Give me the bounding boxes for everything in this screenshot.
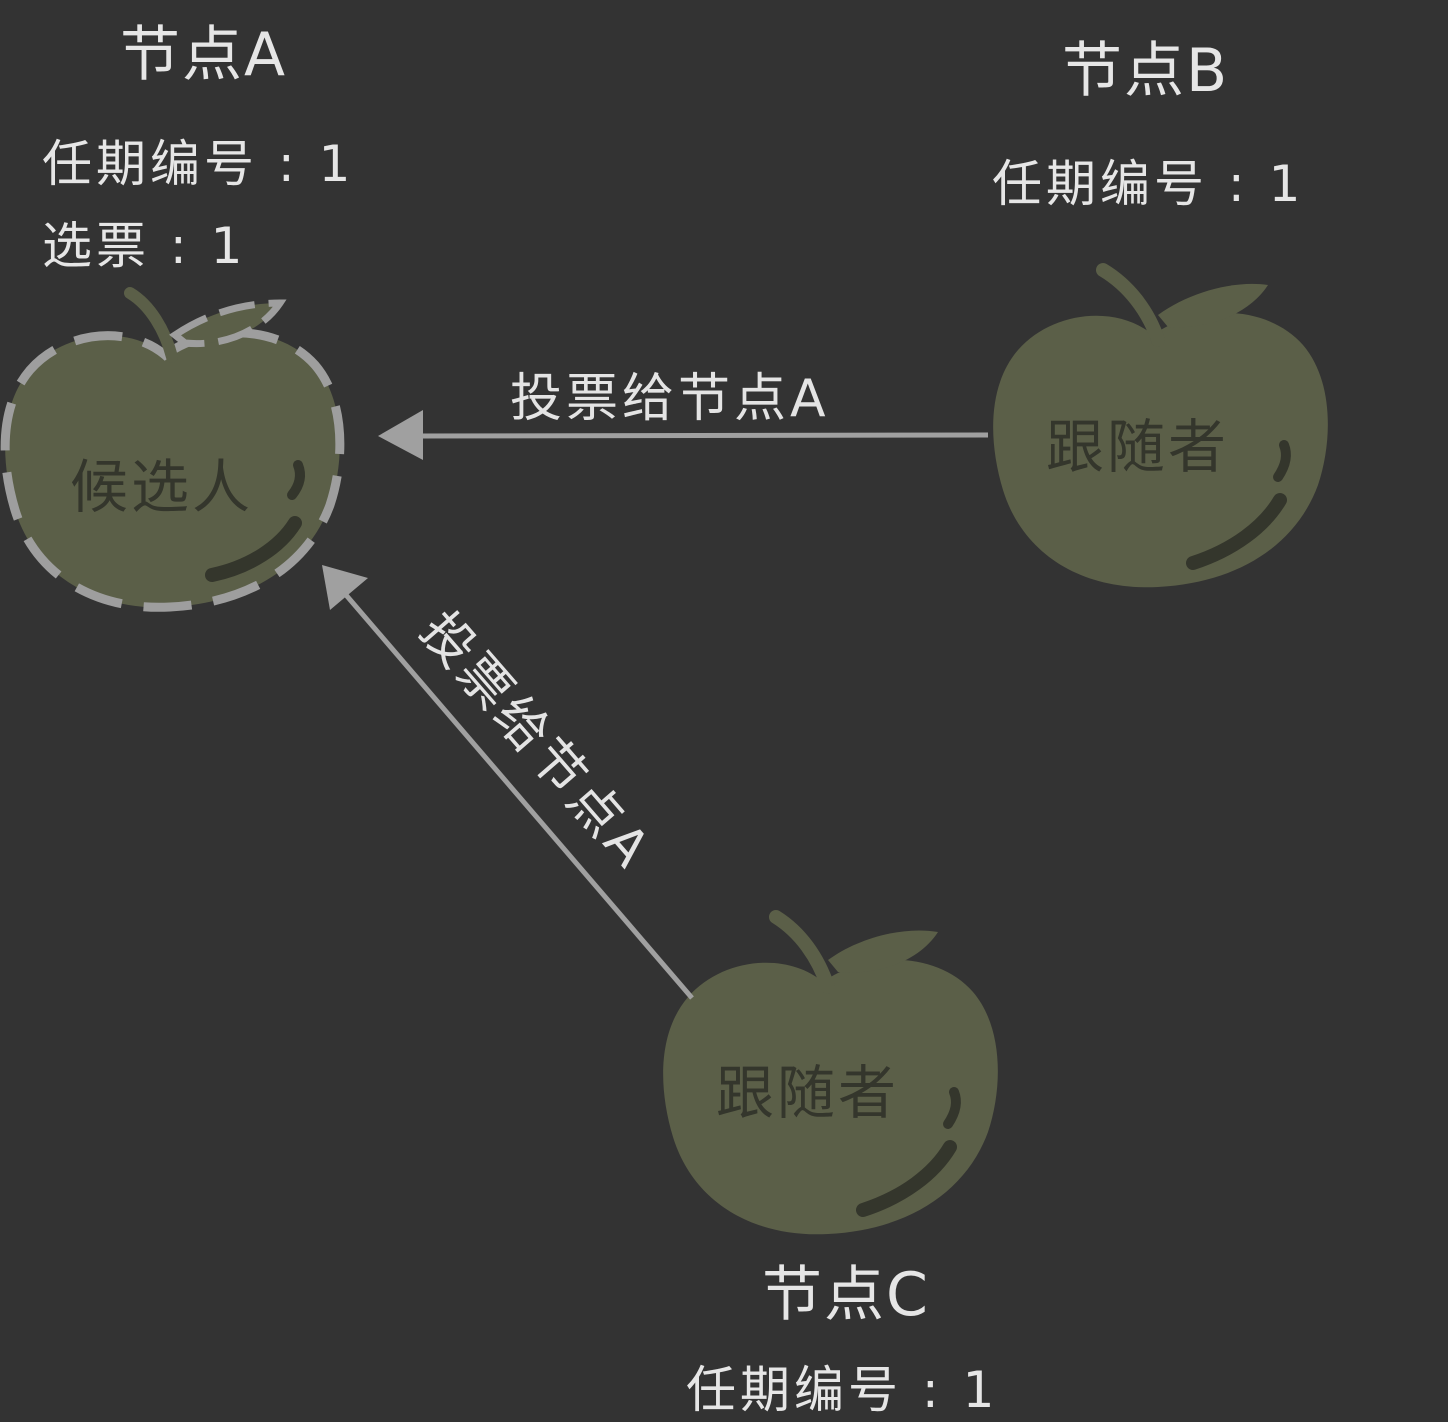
node-b-term: 任期编号 : 1 <box>992 155 1305 213</box>
node-a-term: 任期编号 : 1 <box>42 135 355 193</box>
node-a-role: 候选人 <box>70 453 254 521</box>
node-c-term: 任期编号 : 1 <box>686 1361 999 1419</box>
apple-node-c <box>663 910 998 1235</box>
node-b-title: 节点B <box>1062 36 1230 106</box>
vote-arrow-c-to-a <box>322 565 694 1000</box>
node-c-title: 节点C <box>762 1260 930 1330</box>
node-a-votes: 选票 : 1 <box>42 217 247 275</box>
apple-node-b <box>993 263 1328 588</box>
node-b-role: 跟随者 <box>1046 413 1230 481</box>
vote-arrow-b-to-a <box>378 410 989 460</box>
node-c-role: 跟随者 <box>716 1059 900 1127</box>
apple-node-a <box>5 287 340 607</box>
node-a-title: 节点A <box>120 20 288 90</box>
edge-label-b-to-a: 投票给节点A <box>510 369 830 429</box>
